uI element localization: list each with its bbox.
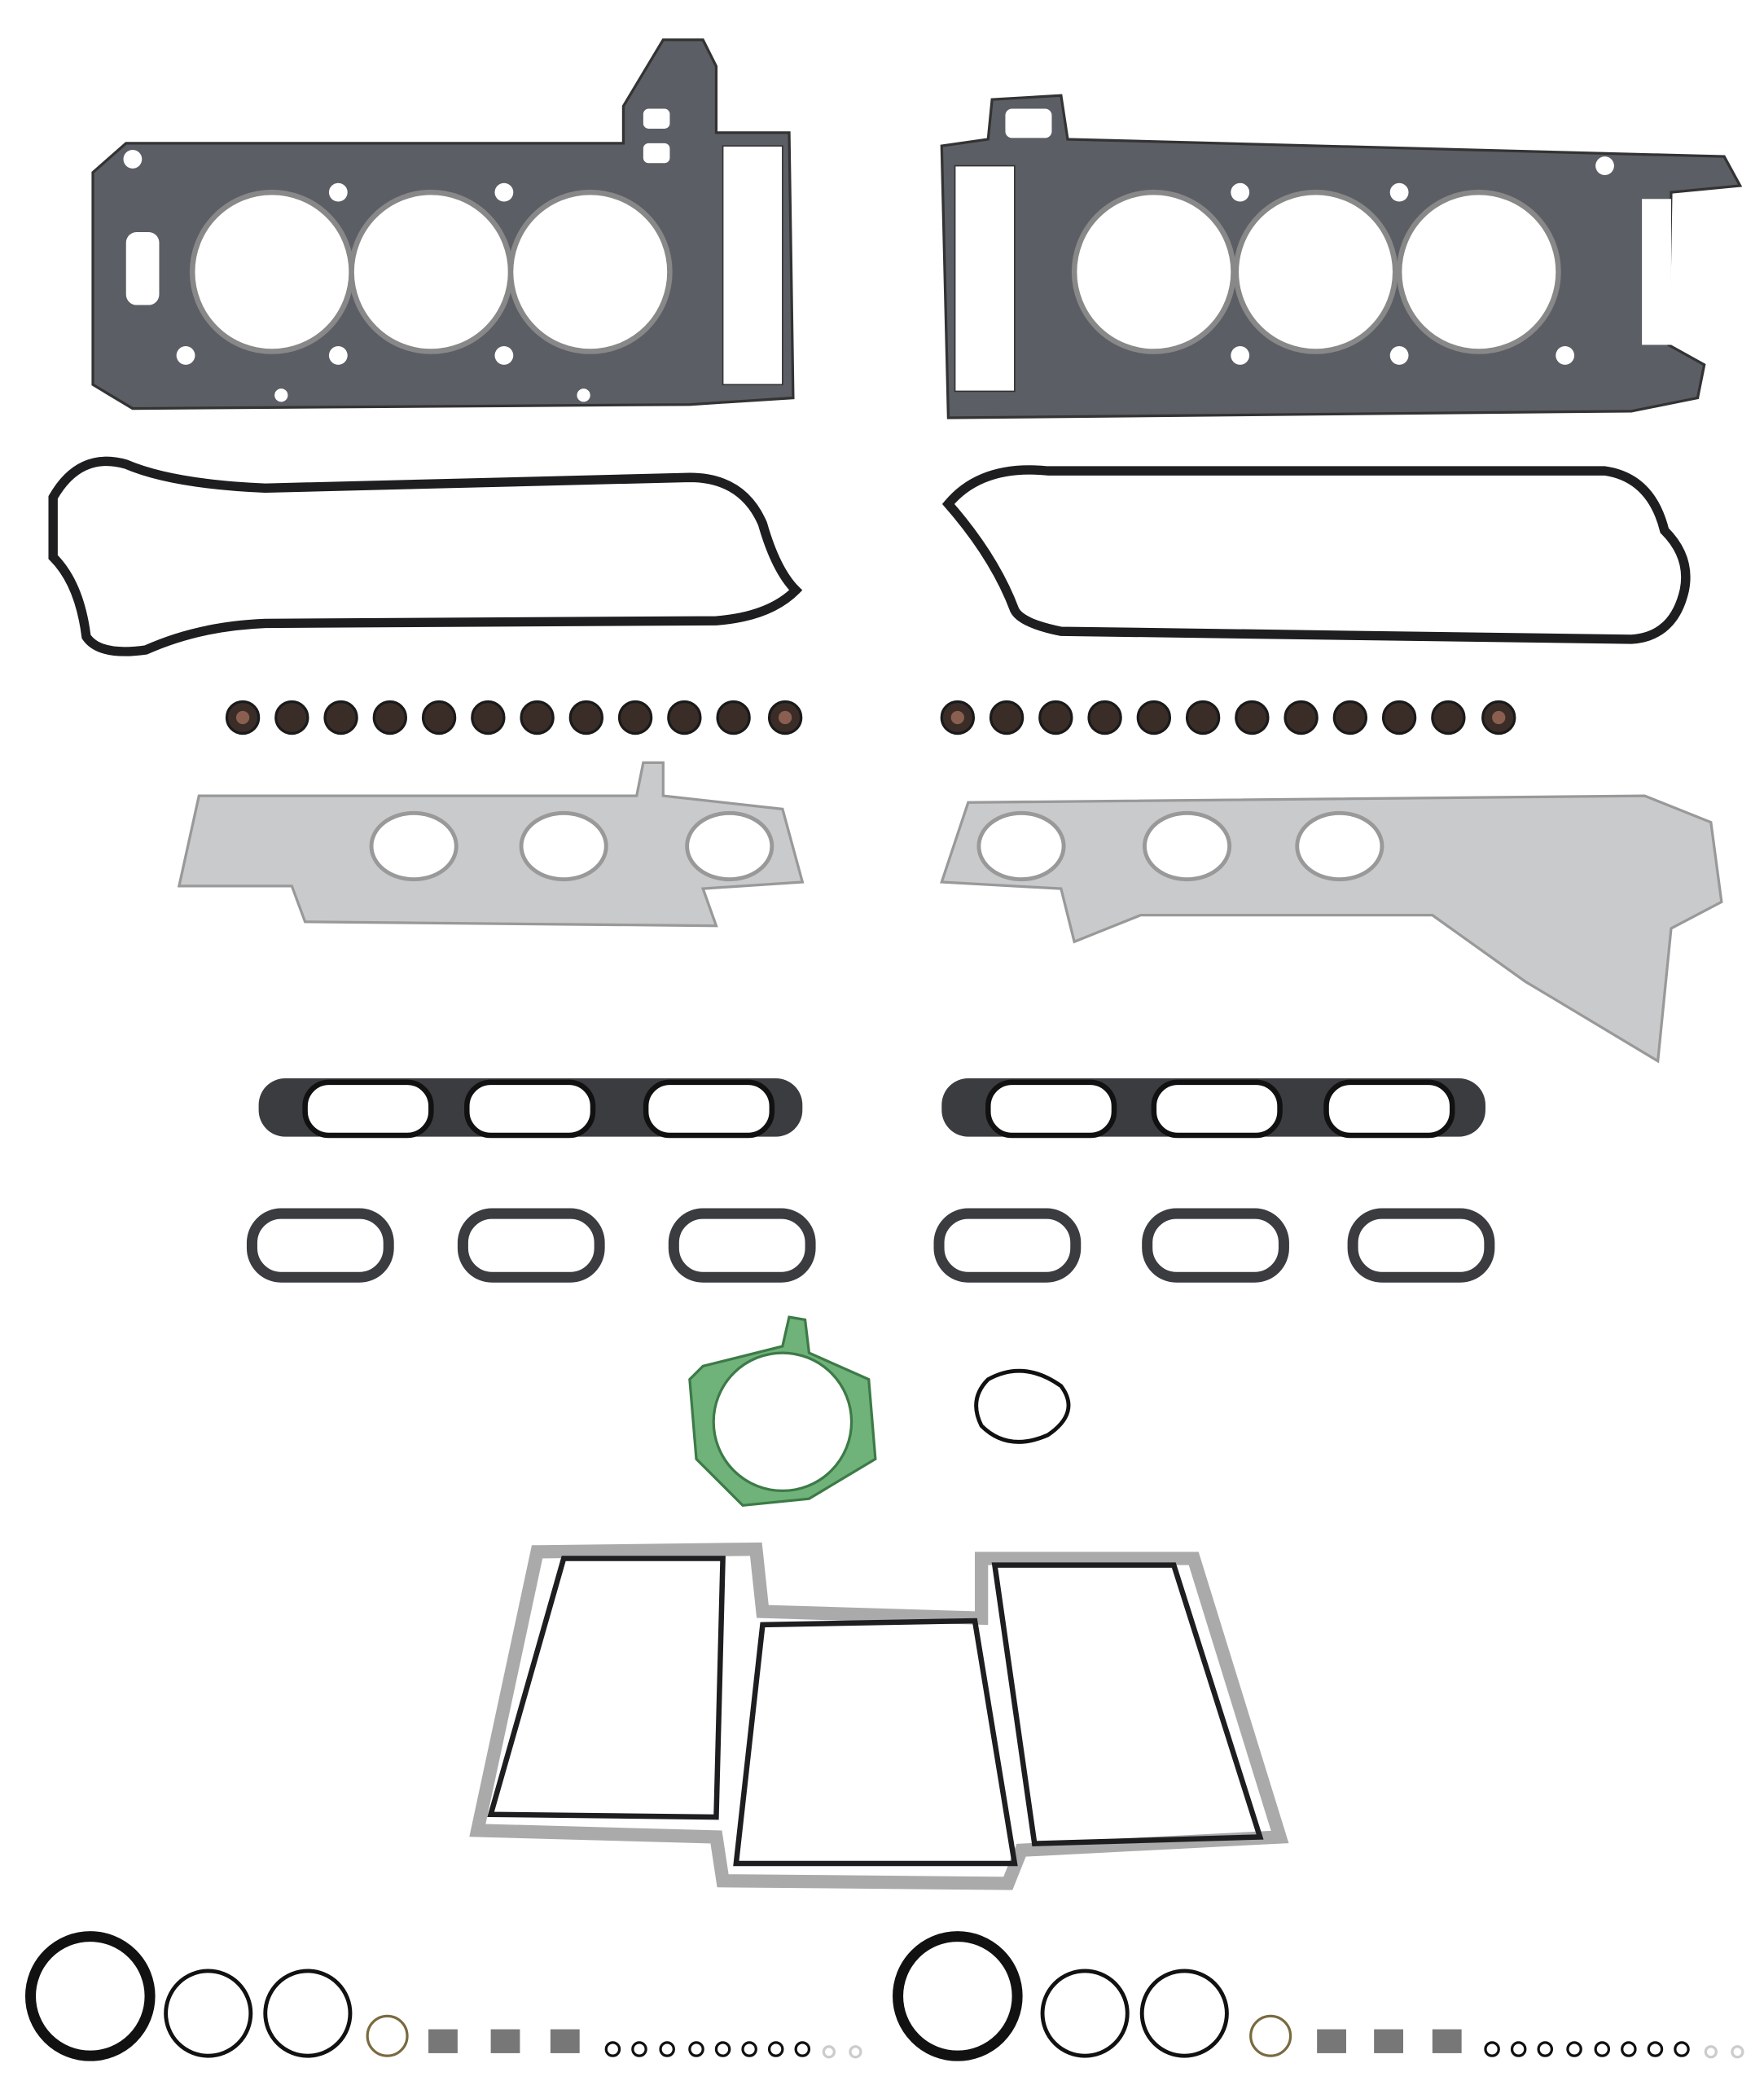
exhaust-gasket-right: [940, 794, 1723, 1064]
o-rings-bottom: [24, 1931, 1292, 2061]
exhaust-gasket-left: [177, 761, 805, 928]
head-gasket-left: [91, 38, 795, 410]
throttle-body-gasket: [688, 1315, 877, 1508]
valve-cover-gasket-left: [48, 456, 803, 656]
intake-gasket-right: [941, 1078, 1485, 1139]
intake-gasket-left: [258, 1078, 803, 1139]
plenum-gasket: [469, 1542, 1289, 1890]
clips-and-small-seals: [428, 2029, 1744, 2059]
o-ring-small: [974, 1368, 1071, 1444]
port-gaskets: [246, 1208, 1495, 1283]
head-gasket-right: [940, 94, 1743, 419]
valve-cover-gasket-right: [941, 465, 1691, 644]
